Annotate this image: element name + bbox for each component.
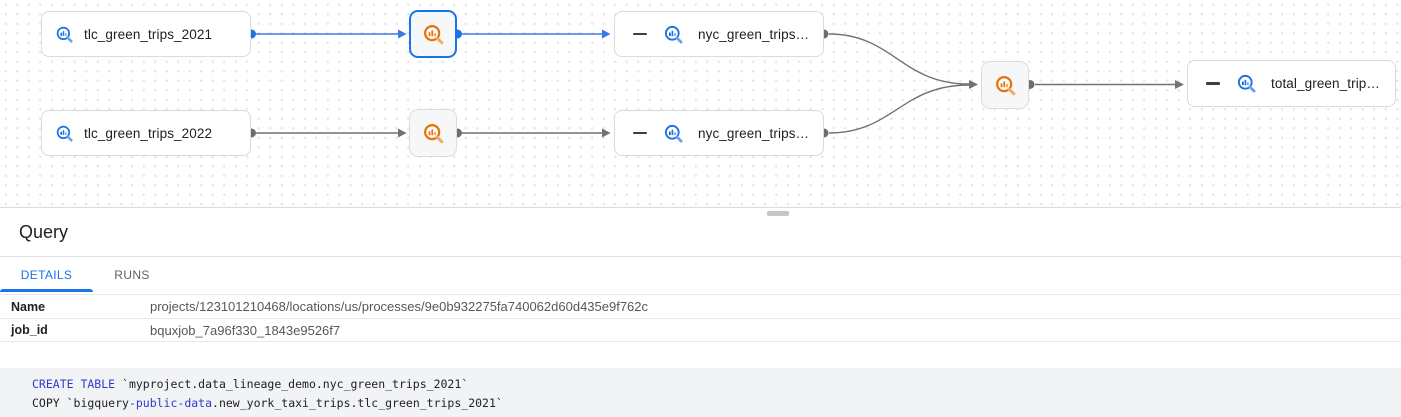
lineage-graph-canvas[interactable]: tlc_green_trips_2021 tlc_green_trips_202…: [0, 0, 1401, 208]
field-jobid-value: bquxjob_7a96f330_1843e9526f7: [150, 322, 341, 338]
sql-line-1: CREATE TABLE `myproject.data_lineage_dem…: [32, 377, 469, 391]
bigquery-process-icon: [422, 122, 445, 145]
field-name-value: projects/123101210468/locations/us/proce…: [150, 299, 649, 314]
node-process-2021[interactable]: [409, 10, 457, 58]
sql-line-2: COPY `bigquery-public-data.new_york_taxi…: [32, 395, 503, 410]
bigquery-process-icon: [994, 74, 1017, 97]
bigquery-table-icon: [663, 123, 684, 144]
node-total-green-trips[interactable]: total_green_trip…: [1187, 60, 1396, 107]
bigquery-process-icon: [422, 23, 445, 46]
node-nyc-green-trips-2022[interactable]: nyc_green_trips…: [614, 110, 824, 156]
sql-query-code[interactable]: CREATE TABLE `myproject.data_lineage_dem…: [0, 368, 1401, 417]
collapse-minus-icon[interactable]: [633, 131, 647, 135]
tab-label: RUNS: [114, 267, 150, 282]
field-jobid-label: job_id: [11, 323, 48, 337]
tab-runs[interactable]: RUNS: [93, 257, 171, 292]
node-nyc-green-trips-2021[interactable]: nyc_green_trips…: [614, 11, 824, 57]
field-name-label: Name: [11, 299, 46, 314]
panel-title: Query: [19, 221, 69, 242]
node-tlc-green-trips-2022[interactable]: tlc_green_trips_2022: [41, 110, 251, 156]
panel-header: Query: [0, 208, 1401, 257]
tab-label: DETAILS: [20, 267, 73, 282]
node-label: tlc_green_trips_2022: [84, 125, 213, 141]
node-label: tlc_green_trips_2021: [84, 26, 213, 42]
node-process-merge[interactable]: [981, 61, 1029, 109]
node-label: total_green_trip…: [1271, 76, 1381, 91]
collapse-minus-icon[interactable]: [633, 32, 647, 36]
node-label: nyc_green_trips…: [698, 26, 810, 42]
panel-tabs: DETAILS RUNS: [0, 257, 1401, 292]
details-table: Name projects/123101210468/locations/us/…: [0, 294, 1401, 342]
bigquery-table-icon: [1236, 73, 1257, 94]
node-tlc-green-trips-2021[interactable]: tlc_green_trips_2021: [41, 11, 251, 57]
bigquery-table-icon: [55, 25, 74, 44]
table-row: Name projects/123101210468/locations/us/…: [0, 294, 1401, 318]
bigquery-table-icon: [55, 124, 74, 143]
collapse-minus-icon[interactable]: [1206, 82, 1220, 85]
tab-details[interactable]: DETAILS: [0, 257, 93, 292]
node-process-2022[interactable]: [409, 109, 457, 157]
details-panel: Query DETAILS RUNS Name projects/1231012…: [0, 208, 1401, 417]
bigquery-table-icon: [663, 24, 684, 45]
panel-resize-handle[interactable]: [767, 211, 789, 216]
node-label: nyc_green_trips…: [698, 125, 810, 141]
table-row: job_id bquxjob_7a96f330_1843e9526f7: [0, 318, 1401, 342]
